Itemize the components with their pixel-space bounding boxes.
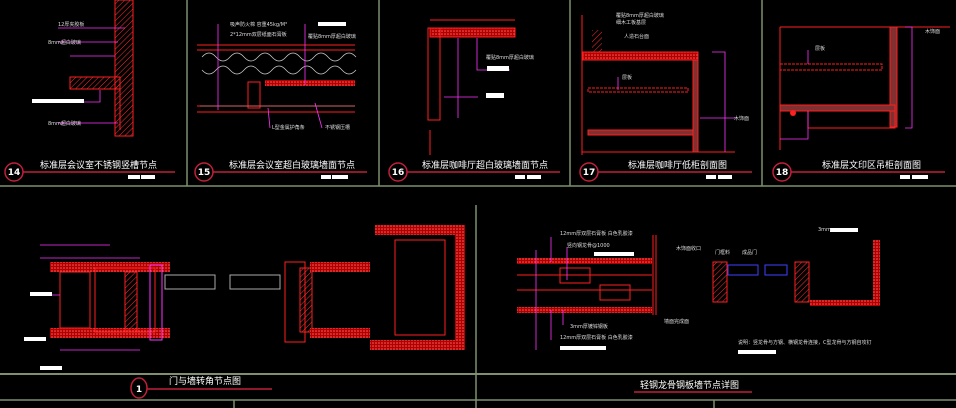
large-title-2: 轻钢龙骨钢板墙节点详图 xyxy=(634,379,752,393)
label: 成品门 xyxy=(742,249,757,256)
label: 12mm厚双层石膏板 白色乳胶漆 xyxy=(560,230,633,237)
large-title-1: 1 门与墙转角节点图 xyxy=(130,375,272,399)
label: 不锈钢压槽 xyxy=(325,124,350,131)
detail-17-drawing: 覆贴8mm厚超白玻璃 细木工板基层 人造石台面 层板 木饰面 xyxy=(581,12,749,155)
svg-text:标准层会议室不锈钢竖槽节点: 标准层会议室不锈钢竖槽节点 xyxy=(40,159,157,171)
svg-text:16: 16 xyxy=(392,168,405,178)
label: 门框料 xyxy=(715,249,730,256)
label: 吸声防火棉 容重45kg/M³ xyxy=(230,21,287,28)
detail-14-drawing: 12厚夹胶板 8mm超白玻璃 8mm超白玻璃 xyxy=(32,0,134,137)
label: 8mm超白玻璃 xyxy=(48,39,81,46)
detail-title-15: 15 标准层会议室超白玻璃墙面节点 xyxy=(194,159,367,182)
detail-18-drawing: 层板 木饰面 xyxy=(779,26,950,150)
label: 覆贴8mm厚超白玻璃 xyxy=(308,33,356,40)
svg-text:标准层文印区吊柜剖面图: 标准层文印区吊柜剖面图 xyxy=(822,159,921,171)
detail-title-18: 18 标准层文印区吊柜剖面图 xyxy=(772,159,945,182)
svg-text:1: 1 xyxy=(136,385,142,395)
label: 木饰面收口 xyxy=(676,245,701,252)
detail-title-16: 16 标准层咖啡厅超白玻璃墙面节点 xyxy=(388,159,560,182)
label: 3mm xyxy=(818,227,831,233)
svg-text:17: 17 xyxy=(583,168,596,178)
label: 竖向钢龙骨@1000 xyxy=(567,242,610,249)
svg-text:标准层会议室超白玻璃墙面节点: 标准层会议室超白玻璃墙面节点 xyxy=(229,159,355,171)
label: 覆贴8mm厚超白玻璃 xyxy=(616,12,664,19)
label: 覆贴8mm厚超白玻璃 xyxy=(486,54,534,61)
svg-text:15: 15 xyxy=(198,168,211,178)
label: 12mm厚双层石膏板 白色乳胶漆 xyxy=(560,334,633,341)
label: 层板 xyxy=(622,74,632,81)
svg-text:门与墙转角节点图: 门与墙转角节点图 xyxy=(169,375,241,387)
label: 层板 xyxy=(815,45,825,52)
detail-16-drawing: 覆贴8mm厚超白玻璃 xyxy=(427,19,534,155)
detail-15-drawing: 吸声防火棉 容重45kg/M³ 2*12mm双层纸面石膏板 覆贴8mm厚超白玻璃… xyxy=(197,21,357,131)
svg-text:18: 18 xyxy=(776,168,789,178)
svg-text:14: 14 xyxy=(8,168,21,178)
svg-text:标准层咖啡厅低柜剖面图: 标准层咖啡厅低柜剖面图 xyxy=(628,159,727,171)
label: 细木工板基层 xyxy=(616,19,646,26)
label: 2*12mm双层纸面石膏板 xyxy=(230,31,287,38)
light-steel-wall-drawing: 12mm厚双层石膏板 白色乳胶漆 竖向钢龙骨@1000 3mm厚镀锌钢板 12m… xyxy=(517,227,880,354)
label: 说明：竖龙骨与方钢、横钢龙骨连接，C型龙骨与方钢自攻钉 xyxy=(738,339,872,346)
label: 木饰面 xyxy=(734,115,749,122)
label: 3mm厚镀锌钢板 xyxy=(570,323,608,330)
detail-title-17: 17 标准层咖啡厅低柜剖面图 xyxy=(579,159,752,182)
detail-title-14: 14 标准层会议室不锈钢竖槽节点 xyxy=(4,159,175,182)
label: L型金属护角条 xyxy=(272,124,305,131)
label: 墙面完成面 xyxy=(664,318,689,325)
label: 木饰面 xyxy=(925,28,940,35)
svg-text:轻钢龙骨钢板墙节点详图: 轻钢龙骨钢板墙节点详图 xyxy=(640,379,739,391)
label: 12厚夹胶板 xyxy=(58,21,84,28)
door-wall-corner-drawing xyxy=(24,225,465,370)
label: 人造石台面 xyxy=(624,33,649,40)
label: 8mm超白玻璃 xyxy=(48,120,81,127)
svg-text:标准层咖啡厅超白玻璃墙面节点: 标准层咖啡厅超白玻璃墙面节点 xyxy=(422,159,548,171)
